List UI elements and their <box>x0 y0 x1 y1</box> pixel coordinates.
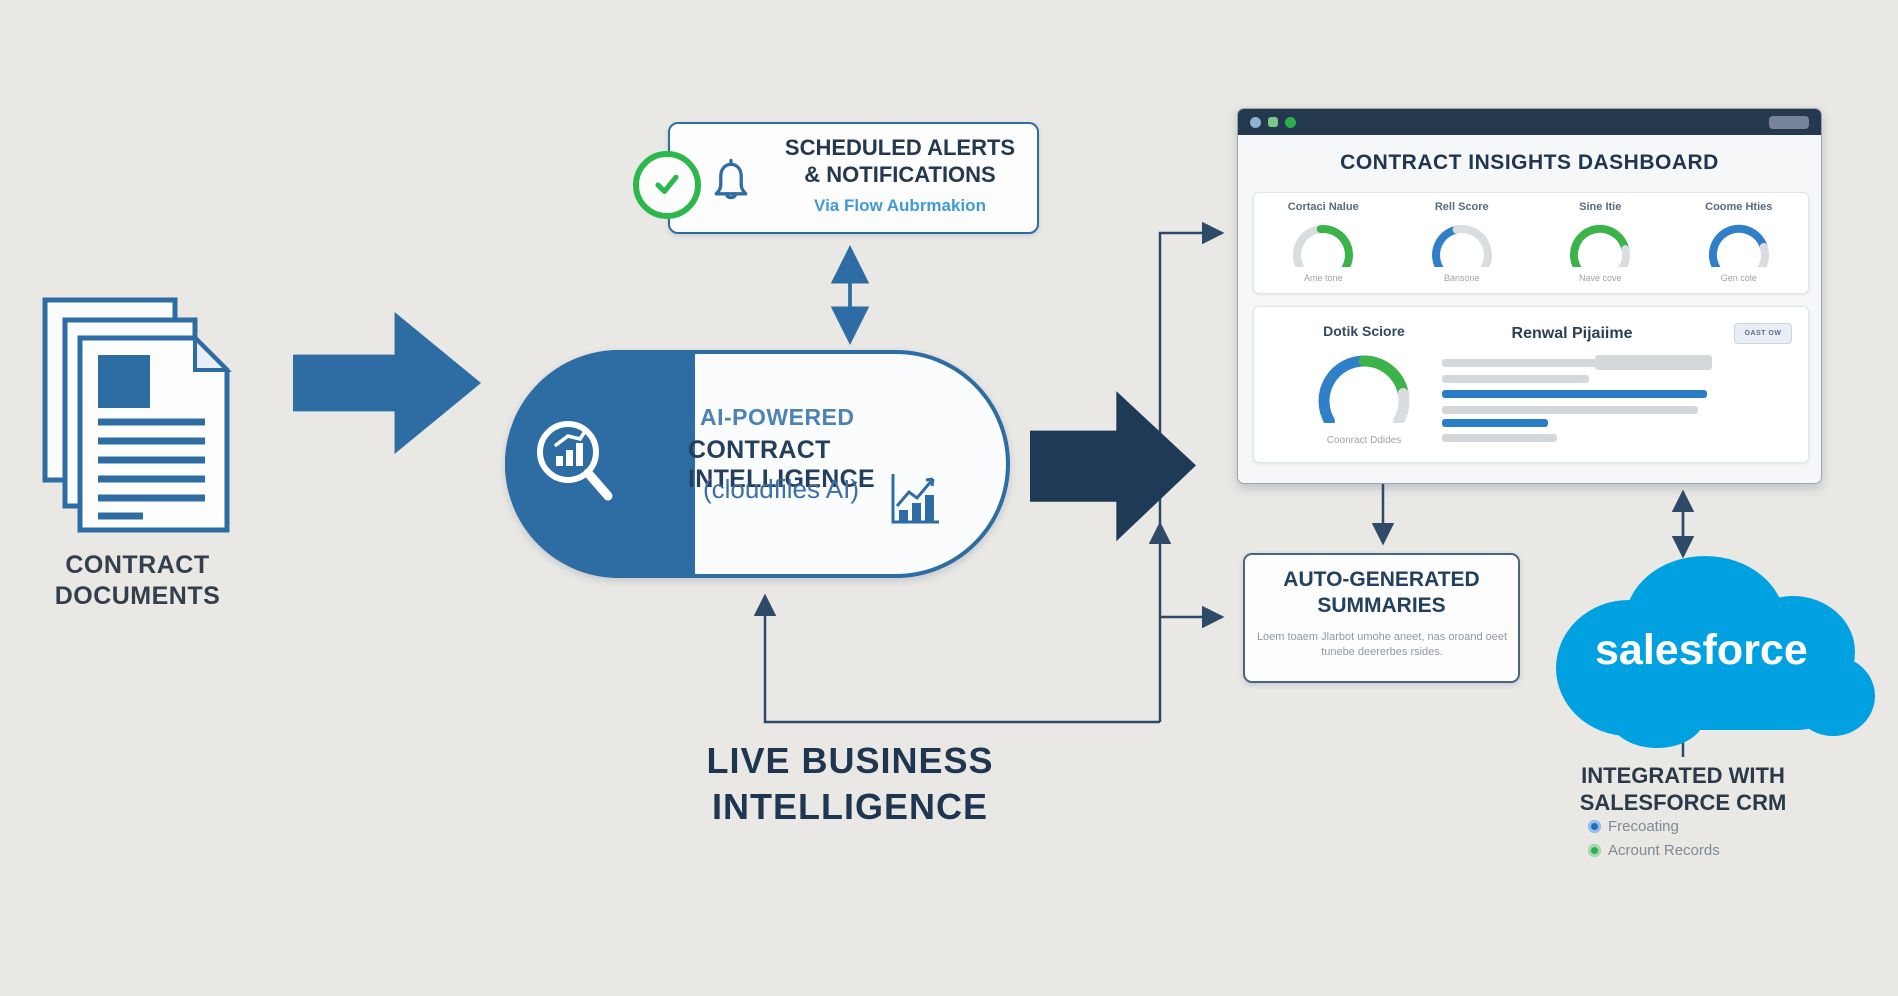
window-control-2[interactable] <box>1268 117 1278 127</box>
bullet-dot-icon <box>1588 844 1601 857</box>
pipeline-title: Renwal Pijaiime <box>1511 325 1633 342</box>
alerts-title-line2: & NOTIFICATIONS <box>804 162 996 187</box>
engine-line2: CONTRACT INTELLIGENCE <box>688 436 875 493</box>
bullet-dot-icon <box>1588 820 1601 833</box>
summaries-box <box>1243 553 1520 683</box>
pipeline-bar <box>1442 419 1548 427</box>
gauge-label: Sine Itie <box>1579 201 1622 213</box>
gauge-label: Coome Hties <box>1705 201 1773 213</box>
pipeline-bar-block <box>1594 355 1713 370</box>
gauge-caption: Ame tone <box>1303 273 1343 283</box>
window-traffic-lights[interactable] <box>1250 116 1296 128</box>
summaries-title-line2: SUMMARIES <box>1317 594 1446 617</box>
salesforce-wordmark: salesforce <box>1595 626 1808 674</box>
gauge-caption: Nave cove <box>1578 273 1622 283</box>
bar-chart-trend-icon <box>891 474 939 524</box>
window-titlebar <box>1238 109 1821 135</box>
gauge-risk-score: Rell Score Bansone <box>1402 201 1522 283</box>
contract-documents-label-line2: DOCUMENTS <box>54 582 221 610</box>
bell-icon <box>714 158 748 200</box>
gauge-arc <box>1679 215 1799 272</box>
dashboard-window: CONTRACT INSIGHTS DASHBOARD Cortaci Nalu… <box>1237 108 1822 484</box>
alerts-title: SCHEDULED ALERTS & NOTIFICATIONS <box>770 134 1030 188</box>
check-circle-icon <box>633 151 701 219</box>
summaries-body: Loem toaem Jlarbot umohe aneet, nas oroa… <box>1256 631 1508 658</box>
gauge-caption: Gen cole <box>1720 273 1757 283</box>
gauge-arc <box>1263 215 1383 272</box>
window-control-3[interactable] <box>1285 116 1296 128</box>
pipeline-bar <box>1442 359 1713 367</box>
pipeline-bars <box>1442 355 1736 455</box>
dashboard-title: CONTRACT INSIGHTS DASHBOARD <box>1340 151 1719 174</box>
gauge-label: Cortaci Nalue <box>1287 201 1359 213</box>
live-bi-label: LIVE BUSINESS INTELLIGENCE <box>600 738 1100 830</box>
contract-documents-label-line1: CONTRACT <box>65 551 210 579</box>
contract-documents-label: CONTRACT DOCUMENTS <box>30 550 245 612</box>
detail-gauge-label: Dotik Sciore <box>1323 323 1405 339</box>
detail-card: Dotik Sciore Coonract Ddides Renwal Pija… <box>1253 306 1809 463</box>
salesforce-caption-line2: SALESFORCE CRM <box>1579 790 1787 815</box>
gauge-contract-value: Cortaci Nalue Ame tone <box>1263 201 1383 283</box>
gauge-caption: Bansone <box>1443 273 1480 283</box>
ai-engine-pill-cap <box>505 350 695 578</box>
gauge-arc <box>1402 215 1522 272</box>
pipeline-bar <box>1442 390 1707 398</box>
salesforce-caption-line1: INTEGRATED WITH <box>1581 763 1785 788</box>
summaries-title: AUTO-GENERATED SUMMARIES <box>1243 567 1520 619</box>
gauge-three: Sine Itie Nave cove <box>1540 201 1660 283</box>
pipeline-bar <box>1442 406 1698 414</box>
summaries-title-line1: AUTO-GENERATED <box>1283 568 1480 591</box>
salesforce-cloud-logo <box>1556 556 1875 748</box>
salesforce-caption: INTEGRATED WITH SALESFORCE CRM <box>1552 762 1814 816</box>
gauge-arc <box>1540 215 1660 272</box>
magnifier-analytics-icon <box>537 421 613 501</box>
engine-line1: AI-POWERED <box>700 404 855 430</box>
gauge-four: Coome Hties Gen cole <box>1679 201 1799 283</box>
pipeline-bar <box>1442 375 1589 383</box>
alerts-title-line1: SCHEDULED ALERTS <box>784 135 1016 160</box>
pipeline-bar <box>1442 434 1557 442</box>
window-control-1[interactable] <box>1250 116 1261 128</box>
titlebar-button[interactable] <box>1769 115 1809 129</box>
live-bi-line1: LIVE BUSINESS <box>706 740 994 781</box>
pipeline-button[interactable]: OAST OW <box>1734 323 1792 344</box>
salesforce-bullet: Acrount Records <box>1588 842 1720 859</box>
bullet-label: Frecoating <box>1608 818 1679 835</box>
live-bi-line2: INTELLIGENCE <box>711 786 988 827</box>
contract-documents-icon <box>42 297 232 533</box>
gauges-card: Cortaci Nalue Ame tone Rell Score Banson… <box>1253 192 1809 294</box>
gauge-label: Rell Score <box>1434 201 1489 213</box>
detail-gauge-arc <box>1309 343 1419 428</box>
alerts-subtitle: Via Flow Aubrmakion <box>814 196 986 215</box>
bullet-label: Acrount Records <box>1608 842 1720 859</box>
engine-line3: (cloudfiles AI) <box>702 474 860 504</box>
detail-gauge-caption: Coonract Ddides <box>1326 435 1402 446</box>
salesforce-bullet: Frecoating <box>1588 818 1720 835</box>
alerts-box <box>668 122 1039 234</box>
